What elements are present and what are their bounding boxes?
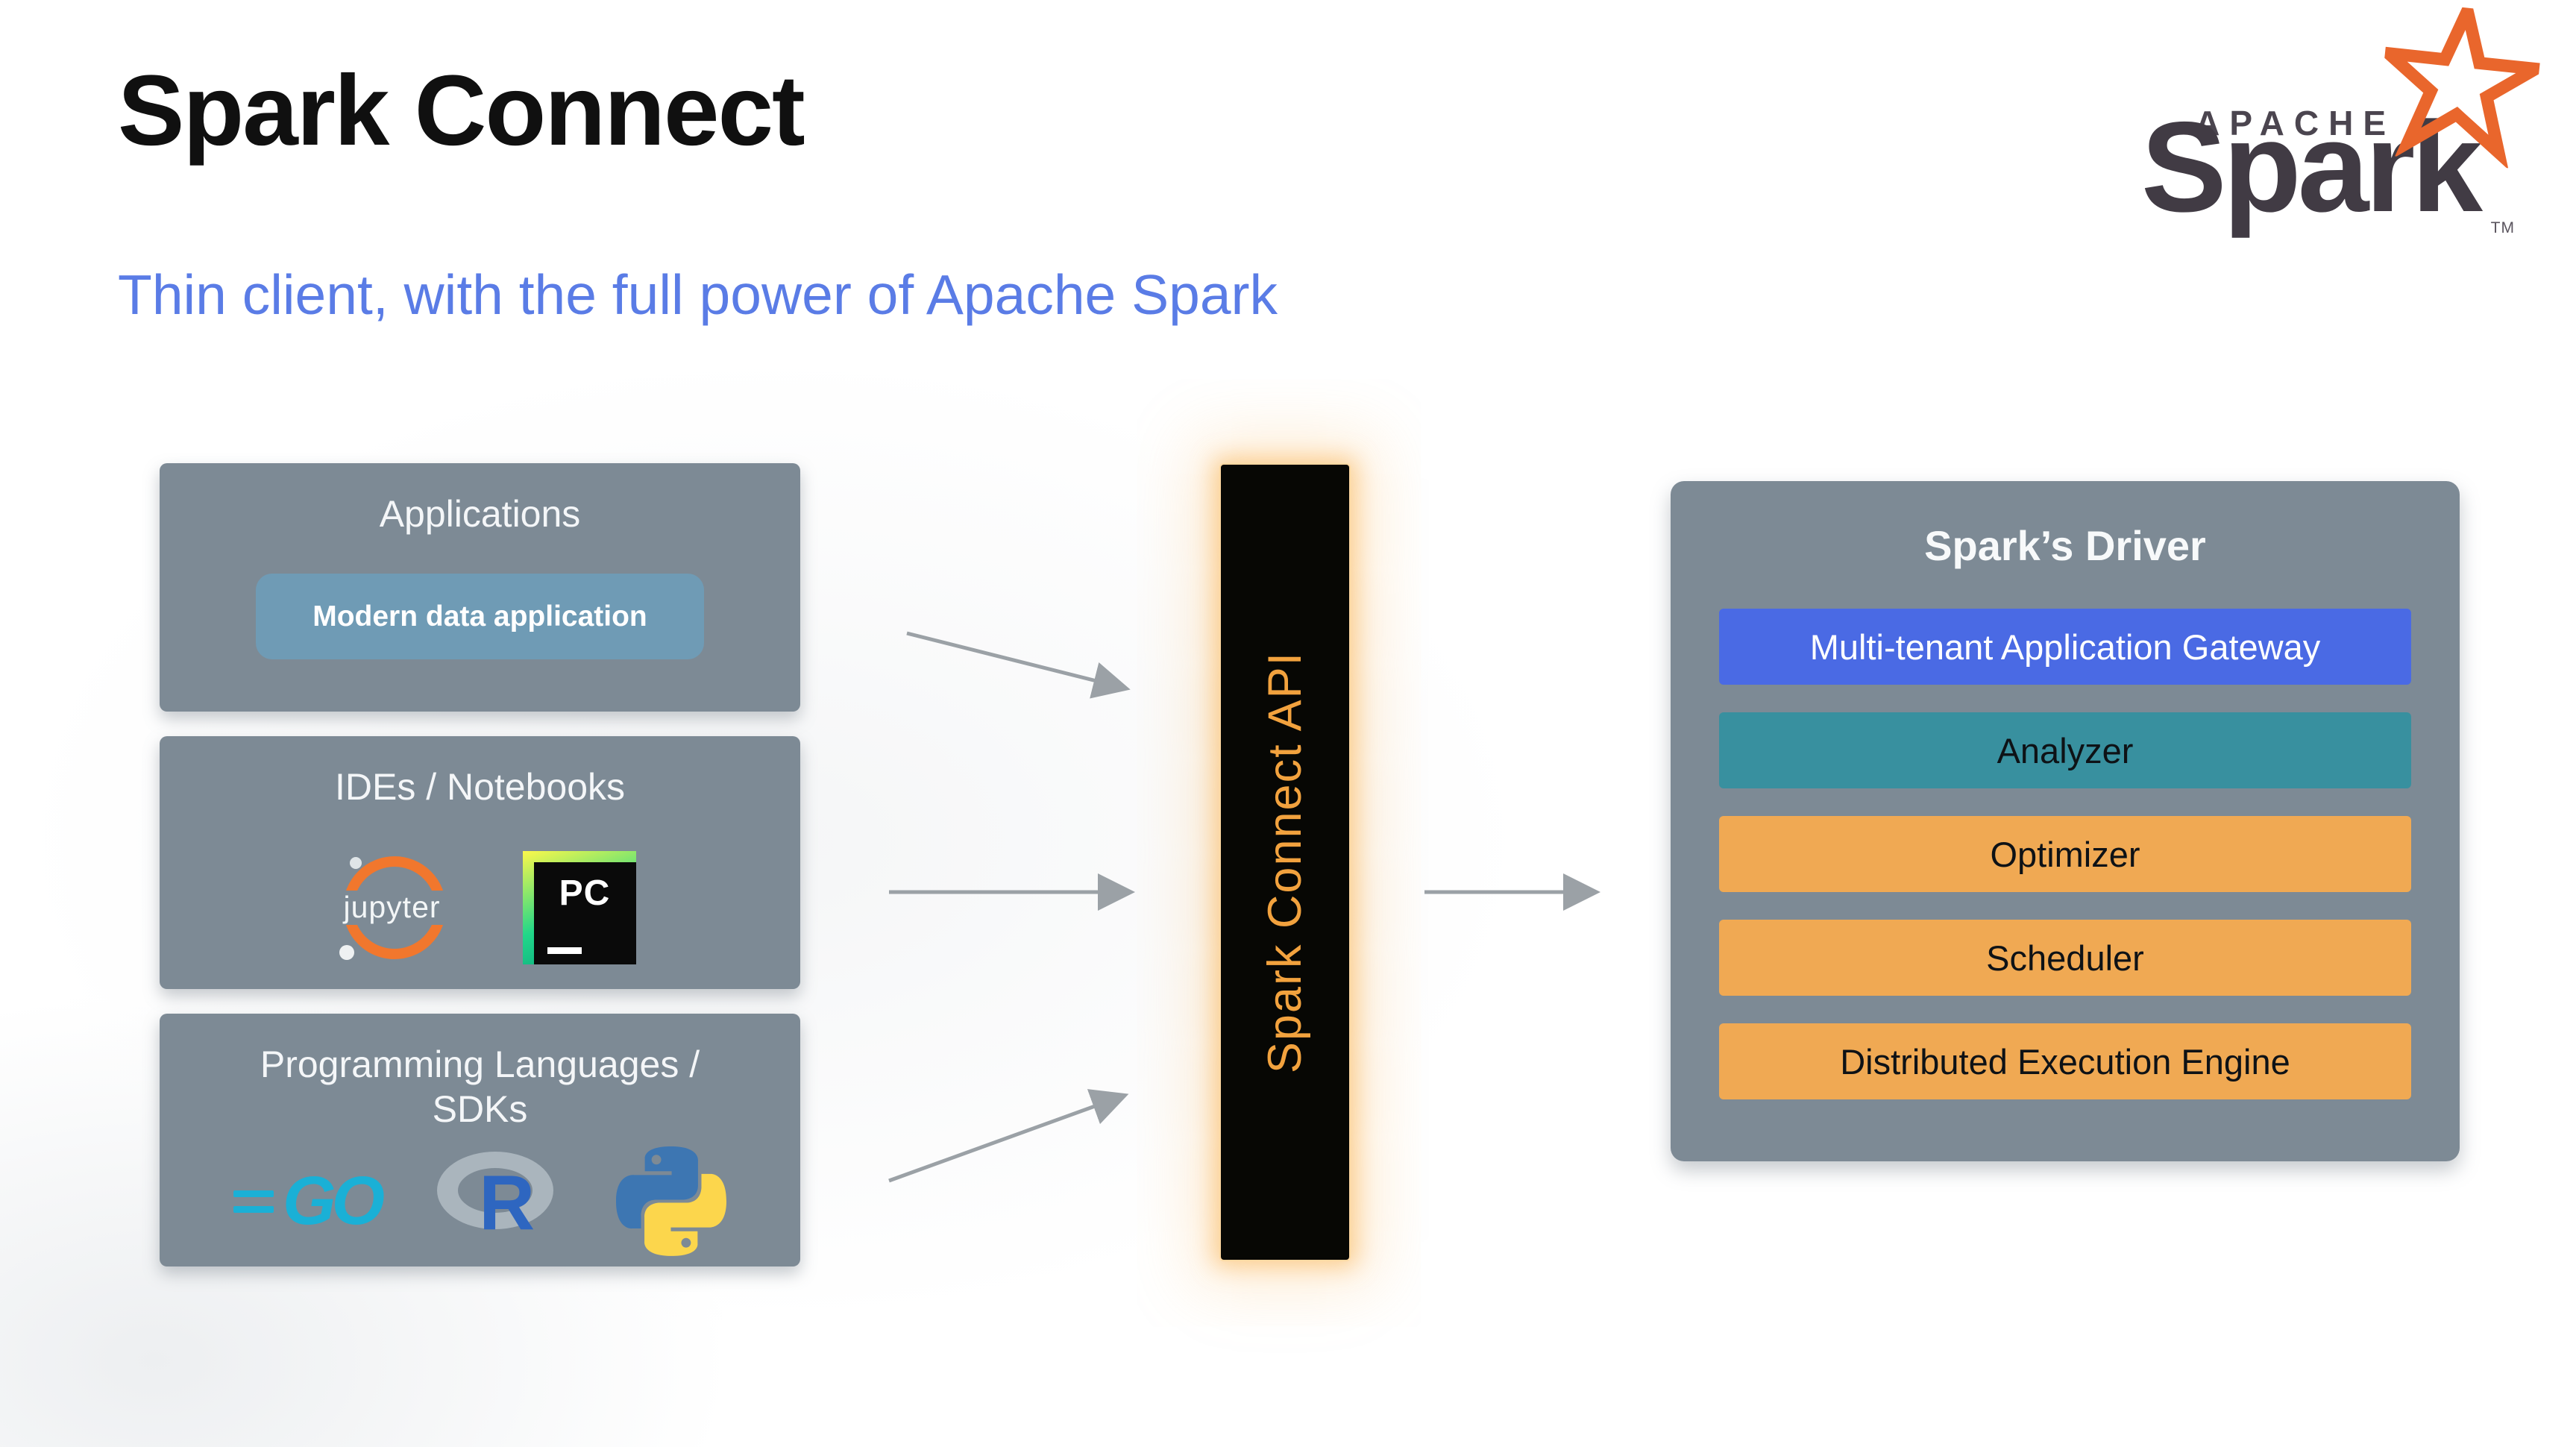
- ides-notebooks-title: IDEs / Notebooks: [334, 766, 626, 808]
- arrow-languages-to-api: [888, 1089, 1129, 1183]
- ides-notebooks-panel: IDEs / Notebooks jupyter PC: [160, 736, 800, 989]
- spark-connect-api-bar: Spark Connect API: [1219, 463, 1351, 1261]
- languages-logo-row: GO R: [233, 1136, 727, 1266]
- arrow-applications-to-api: [906, 631, 1131, 699]
- driver-components-list: Multi-tenant Application Gateway Analyze…: [1719, 609, 2411, 1099]
- jupyter-wordmark: jupyter: [343, 890, 441, 924]
- ides-logo-row: jupyter PC: [324, 826, 636, 989]
- pycharm-underscore: [547, 947, 582, 954]
- spark-driver-title: Spark’s Driver: [1924, 522, 2206, 569]
- trademark-label: TM: [2490, 219, 2515, 236]
- applications-panel: Applications Modern data application: [160, 463, 800, 712]
- pycharm-inner-square: PC: [533, 861, 636, 964]
- apache-spark-logo: APACHE Spark TM: [2109, 0, 2545, 240]
- pycharm-logo-icon: PC: [522, 850, 636, 964]
- r-letter: R: [479, 1159, 535, 1246]
- driver-component-analyzer: Analyzer: [1719, 712, 2411, 788]
- slide-subtitle: Thin client, with the full power of Apac…: [118, 263, 1278, 326]
- languages-sdks-title: Programming Languages / SDKs: [260, 1043, 700, 1130]
- golang-logo-icon: GO: [233, 1162, 385, 1240]
- driver-component-scheduler: Scheduler: [1719, 920, 2411, 996]
- golang-wordmark: GO: [282, 1163, 385, 1239]
- spark-wordmark: Spark: [2140, 95, 2483, 239]
- jupyter-ring-icon: [330, 856, 459, 960]
- page-title: Spark Connect: [118, 55, 805, 166]
- spark-star-icon: [2374, 0, 2545, 170]
- driver-component-optimizer: Optimizer: [1719, 816, 2411, 892]
- driver-component-gateway: Multi-tenant Application Gateway: [1719, 609, 2411, 685]
- apache-wordmark: APACHE: [2195, 104, 2396, 142]
- golang-speed-lines-icon: [233, 1190, 274, 1213]
- languages-sdks-panel: Programming Languages / SDKs GO R: [160, 1014, 800, 1266]
- r-ring-icon: [437, 1151, 554, 1229]
- modern-data-application-chip: Modern data application: [256, 574, 704, 659]
- pycharm-initials: PC: [559, 873, 611, 913]
- driver-component-execution-engine: Distributed Execution Engine: [1719, 1023, 2411, 1099]
- r-language-logo-icon: R: [434, 1149, 562, 1255]
- applications-title: Applications: [379, 493, 581, 535]
- spark-driver-panel: Spark’s Driver Multi-tenant Application …: [1671, 481, 2460, 1161]
- spark-connect-api-label: Spark Connect API: [1259, 650, 1311, 1074]
- python-logo-icon: [616, 1146, 727, 1256]
- jupyter-logo-icon: jupyter: [324, 844, 460, 972]
